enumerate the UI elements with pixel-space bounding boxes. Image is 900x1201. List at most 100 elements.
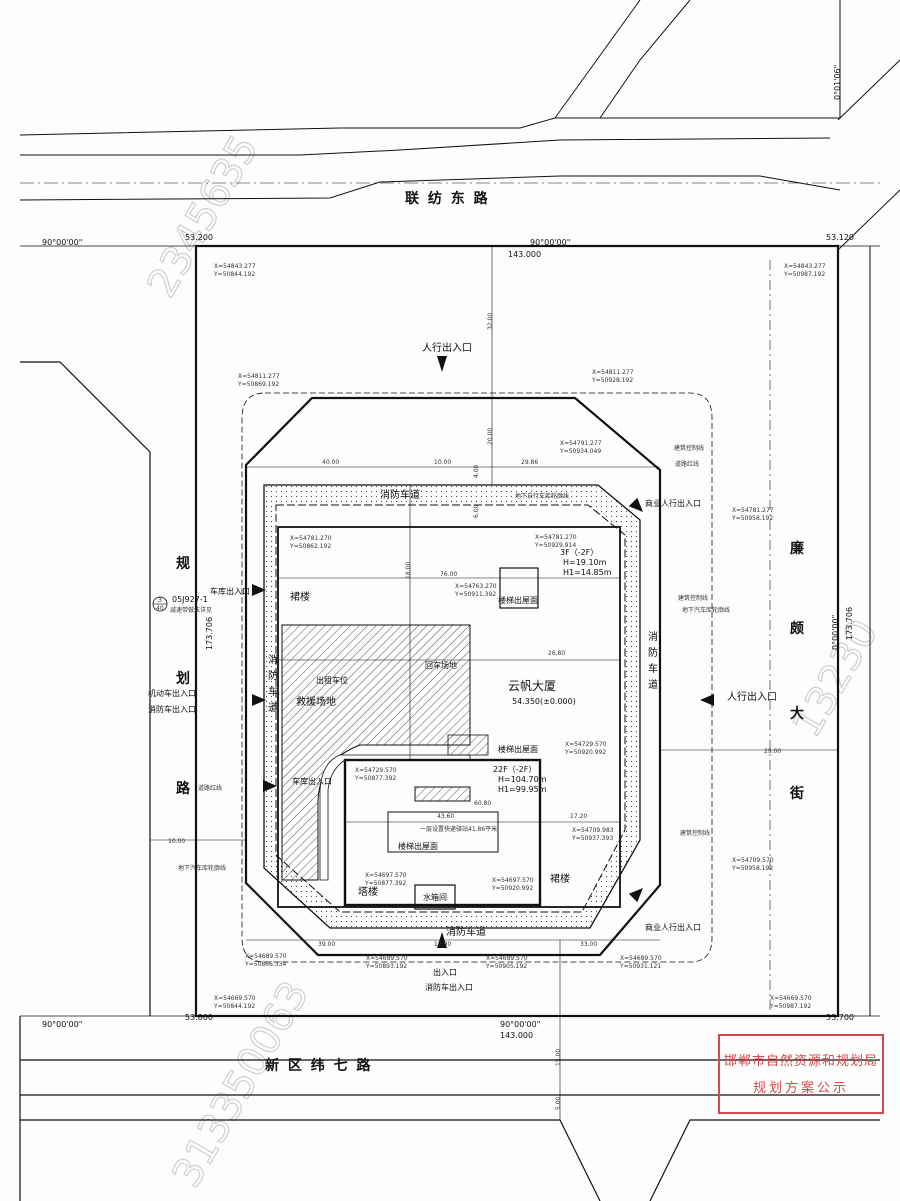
commercial-entry-ne: 商业人行出入口 [645,498,701,508]
dim-value: 29.00 [764,748,781,755]
entry-arrows [252,356,714,948]
stair-roof-3: 楼梯出屋面 [398,841,438,851]
coord-e2-x: X=54709.570 [732,857,774,864]
coord-ne-y: Y=50987.192 [783,271,825,278]
dim-value: 18.00 [405,562,412,579]
east-road [769,59,900,1016]
length-south: 143.000 [500,1031,533,1040]
coord-sw-x: X=54669.570 [214,995,256,1002]
coord-c2-x: X=54781.270 [290,535,332,542]
fire-lane-e-3: 车 [648,662,658,675]
dim-value: 32.00 [487,313,494,330]
basement-outline [241,392,713,963]
stamp-title: 规划方案公示 [752,1081,849,1096]
motor-entry-label: 机动车出入口 [148,688,196,698]
basement-bike-label: 地下自行车库轮廓线 [515,492,569,500]
rental-parking-label: 出租车位 [316,675,348,685]
coord-ne-x: X=54843.277 [784,263,826,270]
building-control-label: 建筑控制线 [674,444,704,452]
dim-value: 5.00 [555,1096,562,1110]
fire-lane-w-3: 车 [268,685,278,698]
dim-value: 33.00 [580,941,597,948]
podium-label-west: 裙楼 [290,590,310,603]
coord-s1-y: Y=50866.334 [244,961,286,968]
coord-c5-x: X=54729.570 [565,741,607,748]
road-label-north: 联 纺 东 路 [405,190,490,207]
dim-value: 4.00 [473,464,480,478]
length-east: 173.706 [845,607,854,640]
fire-entry-south: 消防车出入口 [425,982,473,992]
coord-c9-y: Y=50937.393 [571,835,613,842]
length-west: 173.706 [205,617,214,650]
building-elevation: 54.350(±0.000) [512,697,576,706]
coord-c3-x: X=54781.270 [535,534,577,541]
entry-south: 出入口 [433,967,457,977]
fire-lane-w-1: 消 [268,653,278,666]
road-label-east-2: 颇 [790,620,806,637]
road-label-east-4: 街 [789,785,806,802]
dim-value: 43.60 [437,813,454,820]
coord-c4-x: X=54763.270 [455,583,497,590]
refuge-note: 一层设置快递驿站41.86平米 [420,825,497,833]
angle-s: 90°00'00" [500,1020,540,1029]
coord-s1-x: X=54689.570 [245,953,287,960]
coord-se-x: X=54669.570 [770,995,812,1002]
elev-nw: 53.200 [185,233,213,242]
stair-roof-1: 楼梯出屋面 [498,595,538,605]
road-line-label-w: 道路红线 [198,784,222,792]
pedestrian-entry-label: 人行出入口 [422,341,472,354]
fire-lane-e-1: 消 [648,630,658,643]
podium-label: 裙楼 [550,872,570,885]
water-tank-box [414,884,456,910]
garage-entry-label: 车库出入口 [210,586,250,596]
road-label-south: 新 区 纬 七 路 [265,1057,373,1074]
dim-value: 10.00 [434,459,451,466]
dim-value: 12.00 [434,941,451,948]
coord-c9-x: X=54709.983 [572,827,614,834]
dim-value: 26.80 [548,650,565,657]
coord-e1-y: Y=50958.192 [731,515,773,522]
angle-nw: 90°00'00" [42,238,82,247]
podium-floors: 3F（-2F） [560,548,598,557]
building-name: 云帆大厦 [508,678,556,693]
dim-value: 10.00 [168,838,185,845]
stamp-authority: 邯郸市自然资源和规划局 [723,1054,878,1069]
road-line-label: 道路红线 [675,460,699,468]
coord-e2-y: Y=50958.192 [731,865,773,872]
coord-c1-x: X=54791.277 [560,440,602,447]
dim-value: 20.00 [487,428,494,445]
road-label-west-1: 规 [176,556,192,572]
dim-value: 17.20 [570,813,587,820]
tower-height: H=104.70m [498,775,547,784]
angle-e: 0°00'00" [831,615,840,650]
fire-entry-label: 消防车出入口 [148,704,196,714]
fire-lane-label-south: 消防车道 [446,925,486,938]
bike-site-label: 回车场地 [425,660,457,670]
fire-lane-outer [244,396,662,957]
basement-line-label: 地下汽车库轮廓线 [178,864,226,872]
coord-nw-x: X=54843.277 [214,263,256,270]
angle-ne: 0°01'06" [833,65,842,100]
dim-value: 60.80 [474,800,491,807]
basement-line-label-e: 地下汽车库轮廓线 [682,606,730,614]
length-north: 143.000 [508,250,541,259]
coord-c6-y: Y=50877.392 [354,775,396,782]
coord-sw-y: Y=50844.192 [213,1003,255,1010]
coord-c3-y: Y=50929.914 [534,542,576,549]
elev-sw: 53.800 [185,1013,213,1022]
coord-s4-x: X=54689.570 [620,955,662,962]
north-road [19,0,880,201]
coord-c8-y: Y=50920.992 [491,885,533,892]
coord-s3-y: Y=50905.192 [485,963,527,970]
podium-h1: H1=14.85m [563,568,612,577]
coord-s2-y: Y=50893.192 [365,963,407,970]
elev-se: 53.700 [826,1013,854,1022]
std-num-2: 40 [156,605,164,612]
podium-outline [277,526,621,908]
watermark: 2345635 [139,128,268,305]
coord-c5-y: Y=50920.992 [564,749,606,756]
std-note: 减速带做法详见 [170,606,212,614]
fire-lane-label: 消防车道 [380,488,420,501]
coord-c8-x: X=54697.570 [492,877,534,884]
